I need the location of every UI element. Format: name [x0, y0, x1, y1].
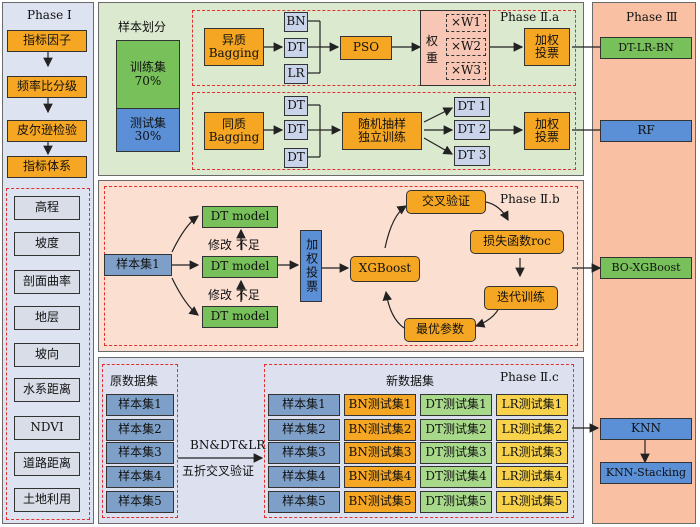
model-dt-b3: DT — [284, 148, 308, 168]
hetero-bagging: 异质 Bagging — [204, 28, 264, 66]
orig-sample-1: 样本集1 — [106, 394, 174, 416]
weighted-vote-b: 加权投票 — [300, 230, 322, 302]
sample-set-1: 样本集1 — [104, 254, 172, 276]
orig-sample-5: 样本集5 — [106, 491, 174, 513]
factor-stratum: 地层 — [14, 306, 80, 330]
dt-3: DT 3 — [454, 146, 490, 166]
bn-test-2: BN测试集2 — [344, 419, 416, 441]
homo-bagging: 同质 Bagging — [204, 112, 264, 150]
factor-profile-curvature: 剖面曲率 — [14, 270, 80, 294]
weighted-vote-bottom: 加权 投票 — [524, 112, 570, 150]
weight-w2: ×W2 — [446, 38, 486, 56]
dt-model-mid: DT model — [202, 256, 278, 278]
split-title: 样本划分 — [118, 20, 167, 34]
dt-2: DT 2 — [454, 120, 490, 140]
iterative-training: 迭代训练 — [484, 286, 558, 310]
new-sample-3: 样本集3 — [268, 442, 340, 464]
output-knn: KNN — [600, 418, 692, 440]
xgboost-box: XGBoost — [350, 256, 420, 282]
dt-test-4: DT测试集4 — [420, 466, 492, 488]
cv-label: BN&DT&LR — [190, 438, 266, 452]
test-set: 测试集 30% — [116, 108, 180, 152]
new-frame — [264, 364, 574, 518]
factor-road-distance: 道路距离 — [14, 452, 80, 476]
output-knn-stacking: KNN-Stacking — [600, 462, 692, 484]
orig-sample-2: 样本集2 — [106, 419, 174, 441]
dt-test-1: DT测试集1 — [420, 394, 492, 416]
step-pearson-test: 皮尔逊检验 — [7, 120, 87, 142]
loss-function: 损失函数roc — [470, 230, 564, 254]
step-frequency-ratio: 频率比分级 — [7, 76, 87, 98]
pso-box: PSO — [340, 36, 392, 60]
orig-frame — [102, 364, 178, 518]
phase2b-frame — [104, 186, 578, 346]
bn-test-5: BN测试集5 — [344, 491, 416, 513]
dt-model-top: DT model — [202, 206, 278, 228]
phase2a-title: Phase Ⅱ.a — [500, 10, 560, 24]
phase2c-title: Phase Ⅱ.c — [500, 370, 559, 384]
random-sampling: 随机抽样 独立训练 — [342, 112, 422, 150]
step-indicator-system: 指标体系 — [7, 156, 87, 178]
new-sample-2: 样本集2 — [268, 419, 340, 441]
bn-test-3: BN测试集3 — [344, 442, 416, 464]
model-dt: DT — [284, 38, 308, 58]
lr-test-5: LR测试集5 — [496, 491, 568, 513]
new-sample-4: 样本集4 — [268, 466, 340, 488]
orig-title: 原数据集 — [110, 374, 159, 388]
output-rf: RF — [600, 120, 692, 142]
hetero-frame — [192, 10, 576, 86]
cv-label-2: 五折交叉验证 — [182, 464, 255, 478]
dt-model-bottom: DT model — [202, 306, 278, 328]
new-sample-1: 样本集1 — [268, 394, 340, 416]
weight-w3: ×W3 — [446, 62, 486, 80]
lr-test-4: LR测试集4 — [496, 466, 568, 488]
phase1-title: Phase Ⅰ — [27, 8, 72, 22]
factor-land-use: 土地利用 — [14, 488, 80, 512]
new-sample-5: 样本集5 — [268, 491, 340, 513]
factor-aspect: 坡向 — [14, 343, 80, 367]
factor-slope: 坡度 — [14, 232, 80, 256]
fix-label-1: 修改 不足 — [208, 238, 260, 252]
bn-test-4: BN测试集4 — [344, 466, 416, 488]
optimal-params: 最优参数 — [404, 318, 476, 342]
lr-test-2: LR测试集2 — [496, 419, 568, 441]
fix-label-2: 修改 不足 — [208, 288, 260, 302]
bn-test-1: BN测试集1 — [344, 394, 416, 416]
step-indicator-factor: 指标因子 — [7, 30, 87, 52]
lr-test-3: LR测试集3 — [496, 442, 568, 464]
factor-ndvi: NDVI — [14, 416, 80, 440]
homo-frame — [192, 92, 576, 170]
dt-test-2: DT测试集2 — [420, 419, 492, 441]
model-dt-b2: DT — [284, 120, 308, 140]
factor-elevation: 高程 — [14, 196, 80, 220]
output-dt-lr-bn: DT-LR-BN — [600, 37, 692, 59]
phase3-title: Phase Ⅲ — [626, 10, 678, 24]
dt-test-3: DT测试集3 — [420, 442, 492, 464]
weighted-vote-top: 加权 投票 — [524, 28, 570, 66]
dt-test-5: DT测试集5 — [420, 491, 492, 513]
weight-w1: ×W1 — [446, 14, 486, 32]
orig-sample-3: 样本集3 — [106, 442, 174, 464]
output-bo-xgboost: BO-XGBoost — [600, 257, 692, 279]
factor-river-distance: 水系距离 — [14, 378, 80, 402]
lr-test-1: LR测试集1 — [496, 394, 568, 416]
phase2b-title: Phase Ⅱ.b — [500, 192, 560, 206]
factor-list-frame — [6, 188, 90, 520]
model-dt-b1: DT — [284, 96, 308, 116]
weighted-vote-b-label: 加权投票 — [304, 238, 319, 294]
weight-label: 权 重 — [426, 34, 439, 65]
model-bn: BN — [284, 12, 308, 32]
cross-validation: 交叉验证 — [406, 190, 486, 214]
orig-sample-4: 样本集4 — [106, 466, 174, 488]
new-title: 新数据集 — [386, 374, 435, 388]
train-set: 训练集 70% — [116, 40, 180, 108]
model-lr: LR — [284, 64, 308, 84]
dt-1: DT 1 — [454, 97, 490, 117]
